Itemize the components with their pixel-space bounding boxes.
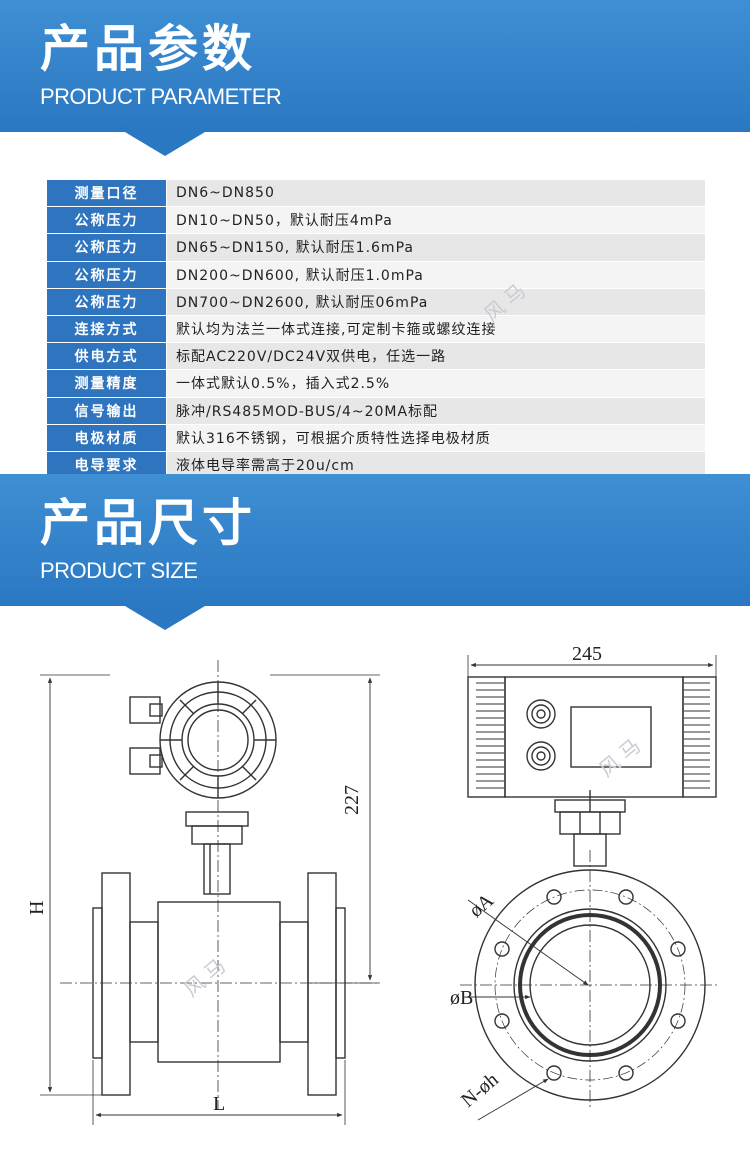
table-row: 供电方式标配AC220V/DC24V双供电，任选一路 [47, 342, 705, 371]
table-row: 信号输出脉冲/RS485MOD-BUS/4~20MA标配 [47, 397, 705, 425]
param-value: DN700~DN2600, 默认耐压06mPa [166, 288, 705, 316]
dimension-diameter-a-label: øA [465, 889, 498, 922]
param-value: 默认均为法兰一体式连接,可定制卡箍或螺纹连接 [166, 315, 705, 344]
param-key: 测量精度 [47, 369, 167, 398]
param-value: DN65~DN150, 默认耐压1.6mPa [166, 233, 705, 262]
display-window [570, 706, 652, 768]
param-value: 一体式默认0.5%，插入式2.5% [166, 369, 705, 398]
param-key: 公称压力 [47, 233, 167, 262]
table-row: 测量精度一体式默认0.5%，插入式2.5% [47, 369, 705, 398]
converter-box [504, 676, 684, 798]
param-value: DN6~DN850 [166, 180, 705, 208]
param-key: 测量口径 [47, 180, 167, 208]
param-value: 标配AC220V/DC24V双供电，任选一路 [166, 342, 705, 371]
right-flange [307, 872, 337, 1096]
param-key: 信号输出 [47, 397, 167, 425]
param-key: 供电方式 [47, 342, 167, 371]
size-banner: 产品尺寸 PRODUCT SIZE [0, 474, 750, 606]
param-key: 公称压力 [47, 206, 167, 235]
param-value: DN10~DN50，默认耐压4mPa [166, 206, 705, 235]
front-view [460, 655, 720, 1121]
size-subtitle: PRODUCT SIZE [40, 558, 198, 583]
table-row: 连接方式默认均为法兰一体式连接,可定制卡箍或螺纹连接 [47, 315, 705, 344]
dimension-length-label: L [213, 1093, 225, 1115]
size-banner-notch [125, 606, 205, 630]
param-key: 连接方式 [47, 315, 167, 344]
dimension-overall-height-label: H [26, 901, 48, 915]
param-key: 公称压力 [47, 261, 167, 289]
left-flange [101, 872, 131, 1096]
size-title: 产品尺寸 [40, 494, 256, 552]
params-banner: 产品参数 PRODUCT PARAMETER [0, 0, 750, 132]
param-key: 电极材质 [47, 424, 167, 452]
param-value: 默认316不锈钢，可根据介质特性选择电极材质 [166, 424, 705, 452]
side-view [40, 660, 380, 1125]
param-value: 脉冲/RS485MOD-BUS/4~20MA标配 [166, 397, 705, 425]
param-key: 公称压力 [47, 288, 167, 316]
params-subtitle: PRODUCT PARAMETER [40, 84, 282, 109]
dimension-drawing: 245 227 H L øA øB N-øh [26, 643, 720, 1125]
dimension-bolt-holes-label: N-øh [457, 1069, 503, 1112]
table-row: 电极材质默认316不锈钢，可根据介质特性选择电极材质 [47, 424, 705, 452]
dimension-width-label: 245 [572, 643, 602, 665]
param-value: DN200~DN600, 默认耐压1.0mPa [166, 261, 705, 289]
params-title: 产品参数 [40, 20, 256, 78]
dimension-diameter-b-label: øB [450, 987, 473, 1009]
dimension-height-label: 227 [341, 785, 363, 815]
params-banner-notch [125, 132, 205, 156]
